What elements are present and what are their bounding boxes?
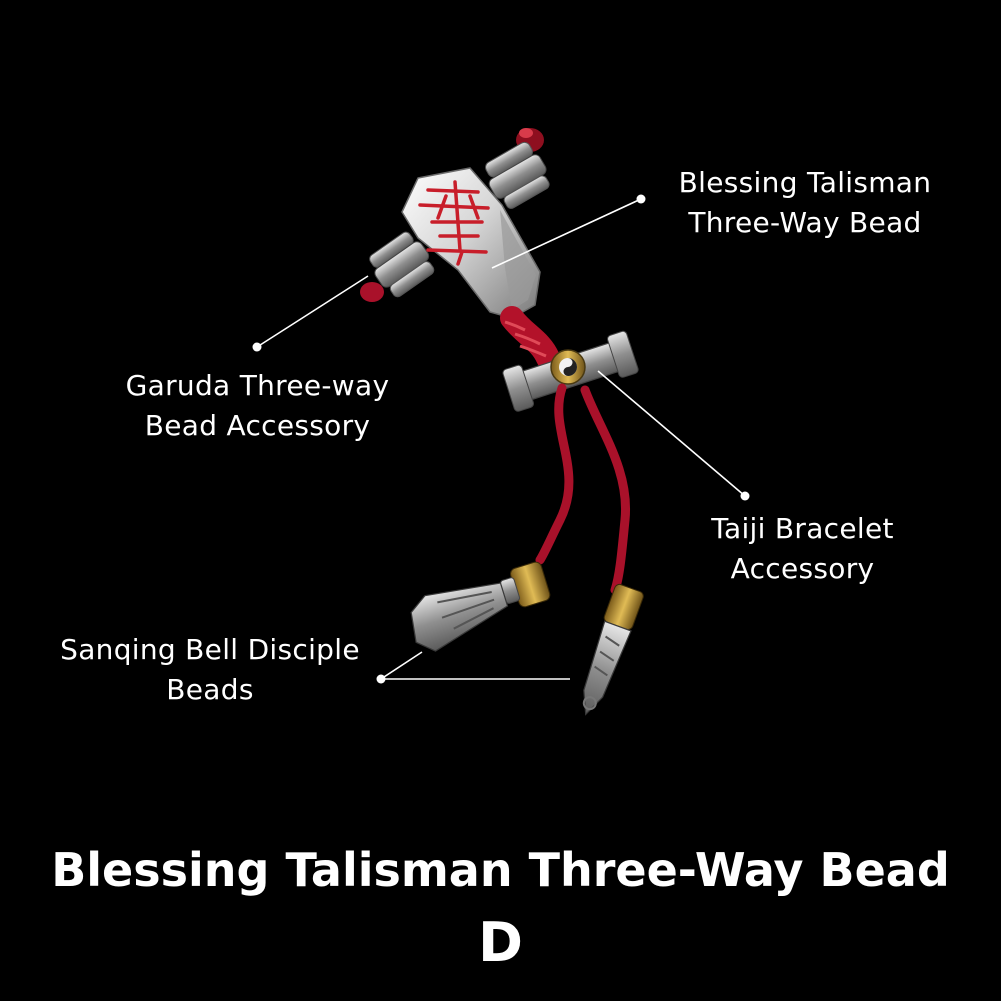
braided-cord: [500, 306, 560, 370]
callout-sanqing-beads: Sanqing Bell Disciple Beads: [40, 630, 380, 710]
blessing-three-way-bead: [401, 167, 541, 319]
callout-line-2: Bead Accessory: [144, 409, 371, 442]
callout-line-1: Blessing Talisman: [678, 166, 932, 199]
product-title: Blessing Talisman Three-Way Bead: [51, 843, 950, 897]
taiji-accessory: [502, 330, 639, 412]
callout-line-2: Accessory: [730, 552, 875, 585]
callout-garuda-bead: Garuda Three-way Bead Accessory: [100, 366, 415, 446]
callout-line-2: Beads: [166, 673, 254, 706]
callout-line-1: Garuda Three-way: [125, 369, 390, 402]
callout-line-1: Sanqing Bell Disciple: [60, 633, 360, 666]
hanging-cords: [535, 383, 631, 595]
callout-blessing-talisman-bead: Blessing Talisman Three-Way Bead: [655, 163, 955, 243]
callout-line-2: Three-Way Bead: [688, 206, 922, 239]
sanqing-bell-left: [410, 561, 551, 652]
upper-spacer-beads: [485, 141, 550, 209]
callout-lines: [252, 194, 750, 684]
garuda-side-beads: [360, 231, 435, 302]
sanqing-bell-right: [582, 583, 644, 716]
callout-line-1: Taiji Bracelet: [711, 512, 894, 545]
product-variant: D: [478, 911, 523, 974]
callout-taiji-accessory: Taiji Bracelet Accessory: [690, 509, 915, 589]
